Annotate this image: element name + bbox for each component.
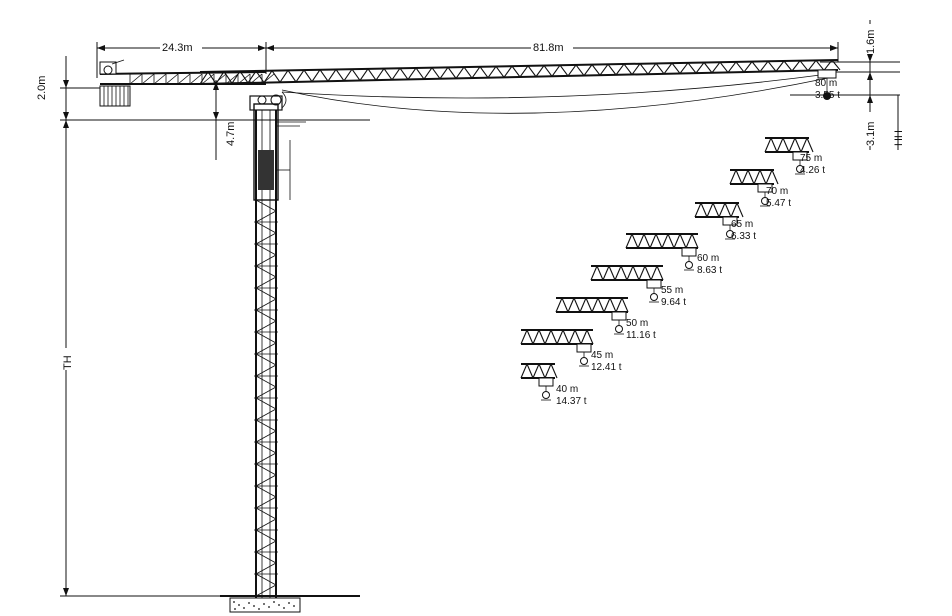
hook-icon [681, 247, 697, 271]
dimension-lines [58, 20, 900, 597]
load-chart-entry: 45 m12.41 t [520, 329, 622, 373]
load-chart-entry: 40 m14.37 t [520, 363, 587, 407]
hook-icon [646, 279, 662, 303]
load-radius-label: 70 m [766, 186, 788, 197]
dimension-labels: 24.3m 81.8m 2.0m 4.7m TH 1.6m 3.1m HH [36, 30, 905, 370]
hook-icon [538, 377, 554, 401]
cab-offset-label: 4.7m [225, 122, 237, 146]
hook-icon [757, 183, 773, 207]
load-capacity-label: 8.63 t [697, 265, 722, 276]
load-capacity-label: 3.55 t [815, 90, 840, 101]
jib-segment-icon [555, 297, 629, 313]
tower-mast [249, 91, 306, 598]
hook-icon [576, 343, 592, 367]
hook-icon [722, 216, 738, 240]
load-chart-entry: 65 m6.33 t [694, 202, 756, 242]
load-radius-label: 75 m [800, 153, 822, 164]
hook-icon [792, 151, 808, 175]
load-capacity-label: 14.37 t [556, 396, 587, 407]
tower-height-label: TH [62, 355, 74, 370]
tip-height-label: 1.6m [865, 30, 877, 54]
load-chart-entry: 55 m9.64 t [590, 265, 686, 308]
hook-height-label: HH [893, 130, 905, 146]
load-capacity-label: 6.33 t [731, 231, 756, 242]
jib-segment-icon [520, 329, 594, 345]
counter-jib-height-label: 2.0m [36, 76, 48, 100]
load-radius-label: 60 m [697, 253, 719, 264]
jib-segment-icon [764, 137, 814, 153]
jib-segment-icon [590, 265, 664, 281]
load-chart-entry: 70 m5.47 t [729, 169, 791, 209]
load-chart: 80 m3.55 t75 m4.26 t70 m5.47 t65 m6.33 t… [520, 78, 840, 407]
load-chart-entry: 50 m11.16 t [555, 297, 656, 341]
load-capacity-label: 5.47 t [766, 198, 791, 209]
jib-segment-icon [694, 202, 744, 218]
jib [199, 59, 841, 114]
load-chart-entry: 60 m8.63 t [625, 233, 722, 276]
load-radius-label: 65 m [731, 219, 753, 230]
counter-jib-length-label: 24.3m [162, 42, 193, 54]
load-radius-label: 40 m [556, 384, 578, 395]
jib-length-label: 81.8m [533, 42, 564, 54]
jib-segment-icon [520, 363, 558, 379]
load-chart-entry: 75 m4.26 t [764, 137, 825, 176]
jib-segment-icon [625, 233, 699, 249]
load-radius-label: 80 m [815, 78, 837, 89]
hook-icon [611, 311, 627, 335]
jib-segment-icon [729, 169, 779, 185]
load-capacity-label: 11.16 t [626, 330, 656, 341]
load-radius-label: 55 m [661, 285, 683, 296]
hook-drop-label: 3.1m [865, 122, 877, 146]
load-capacity-label: 9.64 t [661, 297, 686, 308]
load-chart-entry: 80 m3.55 t [815, 78, 840, 101]
load-capacity-label: 4.26 t [800, 165, 825, 176]
load-capacity-label: 12.41 t [591, 362, 622, 373]
load-radius-label: 45 m [591, 350, 613, 361]
load-radius-label: 50 m [626, 318, 648, 329]
foundation [220, 595, 360, 613]
